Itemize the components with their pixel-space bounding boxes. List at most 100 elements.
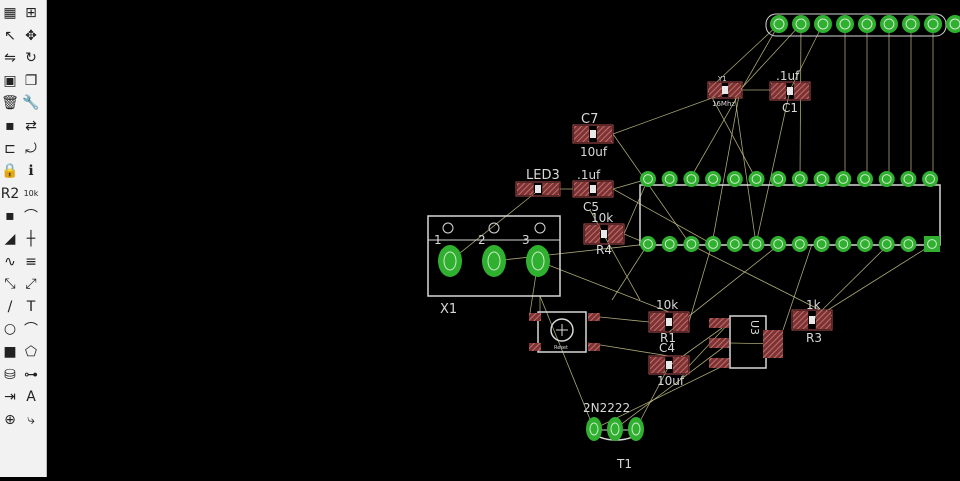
move-icon[interactable]: ✥ xyxy=(25,27,37,44)
airwire xyxy=(799,23,802,180)
c7-body xyxy=(572,124,614,144)
wrench-icon[interactable]: 🔧 xyxy=(22,95,40,112)
through-hole-pad xyxy=(902,15,920,33)
split-icon[interactable]: ⊏ xyxy=(4,140,16,157)
airwire xyxy=(587,342,670,357)
pad-drill xyxy=(816,239,827,249)
c5-mark xyxy=(590,185,596,193)
r4-name: R4 xyxy=(596,243,612,257)
through-hole-pad xyxy=(922,171,939,187)
through-hole-pad xyxy=(878,236,895,252)
x1-pin3-label: 3 xyxy=(522,233,530,247)
grid-icon[interactable]: ⊞ xyxy=(25,5,37,21)
miter-icon[interactable]: ⌒ xyxy=(24,209,38,226)
info-icon[interactable]: ℹ xyxy=(28,163,34,180)
r1-mark xyxy=(666,318,672,326)
through-hole-pad xyxy=(705,171,722,187)
mirror-icon[interactable]: ⇋ xyxy=(4,50,16,67)
y1-mark xyxy=(722,86,728,94)
meander-icon[interactable]: ∿ xyxy=(4,253,16,270)
through-hole-pad xyxy=(880,15,898,33)
airwire xyxy=(612,89,735,135)
pad-drill xyxy=(773,174,784,184)
airwire xyxy=(789,23,824,91)
board-canvas[interactable]: X1 1 2 3 LED3 .1uf C5 C7 10uf 10k R4 .1u… xyxy=(47,0,960,477)
polygon-draw-icon[interactable]: ⬠ xyxy=(24,344,38,360)
arc-icon[interactable]: ⌒ xyxy=(24,322,38,339)
pad-drill xyxy=(751,239,762,249)
through-hole-pad xyxy=(858,15,876,33)
add-part-icon[interactable]: ▪ xyxy=(5,118,15,134)
terminal-pad xyxy=(482,245,506,277)
attribute-icon[interactable]: A xyxy=(26,389,36,406)
lock-icon[interactable]: 🔒 xyxy=(1,163,19,180)
airwire xyxy=(811,243,890,321)
u3-tab-pad xyxy=(763,330,783,358)
ripup-icon[interactable]: ≡ xyxy=(25,253,37,270)
through-hole-pad xyxy=(705,236,722,252)
r1-pad xyxy=(650,313,666,331)
r1-value: 10k xyxy=(656,298,678,312)
pad-drill xyxy=(925,174,935,184)
c5-pad xyxy=(574,182,590,196)
through-hole-pad xyxy=(857,171,873,187)
drc-icon[interactable]: ⛁ xyxy=(4,366,16,383)
signal-icon[interactable]: ⤷ xyxy=(27,411,35,428)
pad-drill xyxy=(838,174,849,184)
x1-pin2-label: 2 xyxy=(478,233,486,247)
airwire xyxy=(611,243,649,301)
text-icon[interactable]: T xyxy=(26,298,36,315)
pad-drill xyxy=(838,239,849,249)
pad-drill xyxy=(487,251,501,271)
hole-icon[interactable]: ⊕ xyxy=(4,411,16,428)
pointer-icon[interactable]: ↖ xyxy=(4,27,16,44)
through-hole-pad xyxy=(640,236,656,252)
pad-drill xyxy=(610,422,620,436)
airwire xyxy=(599,316,650,323)
pad-drill xyxy=(589,422,599,436)
c1-mark xyxy=(787,87,793,95)
transistor-pad xyxy=(586,417,602,441)
value-icon[interactable]: 10k xyxy=(23,189,39,199)
dimension-icon[interactable]: ⇥ xyxy=(4,389,16,406)
silkscreen xyxy=(427,13,947,441)
c4-value: 10uf xyxy=(657,374,685,388)
smash-icon[interactable]: ┼ xyxy=(26,231,36,247)
copy-icon[interactable]: ❐ xyxy=(24,72,38,89)
through-hole-pad xyxy=(683,171,700,187)
airwire xyxy=(755,89,791,245)
airwire xyxy=(688,243,833,317)
name-icon[interactable]: R2 xyxy=(0,185,20,202)
pad-drill xyxy=(773,239,784,249)
airwire xyxy=(612,133,691,245)
replace-icon[interactable]: ⇄ xyxy=(25,118,37,134)
r4-pad xyxy=(585,225,601,243)
through-hole-pad xyxy=(726,171,743,187)
group-icon[interactable]: ▣ xyxy=(3,72,17,89)
rotate-icon[interactable]: ↻ xyxy=(25,50,37,67)
board-svg[interactable]: X1 1 2 3 LED3 .1uf C5 C7 10uf 10k R4 .1u… xyxy=(47,0,960,477)
c7-name: C7 xyxy=(581,112,598,127)
led3-pad xyxy=(517,183,534,195)
c4-body xyxy=(648,355,690,375)
line-icon[interactable]: / xyxy=(7,298,13,315)
pad-drill xyxy=(664,239,675,249)
delete-icon[interactable]: 🗑 xyxy=(1,95,19,112)
c4-pad xyxy=(672,357,688,373)
route-icon[interactable]: ⤾ xyxy=(25,140,37,157)
errors-icon[interactable]: ⊶ xyxy=(24,366,38,383)
autoroute-icon[interactable]: ⤡ xyxy=(4,276,16,293)
polygon-icon[interactable]: ◢ xyxy=(4,231,16,247)
via-icon[interactable]: ▪ xyxy=(5,208,15,225)
c1-body xyxy=(769,81,811,101)
through-hole-pad xyxy=(813,171,830,187)
circle-icon[interactable]: ○ xyxy=(3,321,17,338)
led3-label: LED3 xyxy=(526,168,560,183)
pad-drill xyxy=(860,239,870,249)
rectangle-icon[interactable]: ■ xyxy=(3,344,17,360)
airwire xyxy=(688,243,713,323)
layers-icon[interactable]: ▦ xyxy=(3,5,17,21)
through-hole-pad xyxy=(683,236,700,252)
u3-pin-pad xyxy=(709,358,729,368)
ratsnest-icon[interactable]: ⤢ xyxy=(25,276,37,293)
